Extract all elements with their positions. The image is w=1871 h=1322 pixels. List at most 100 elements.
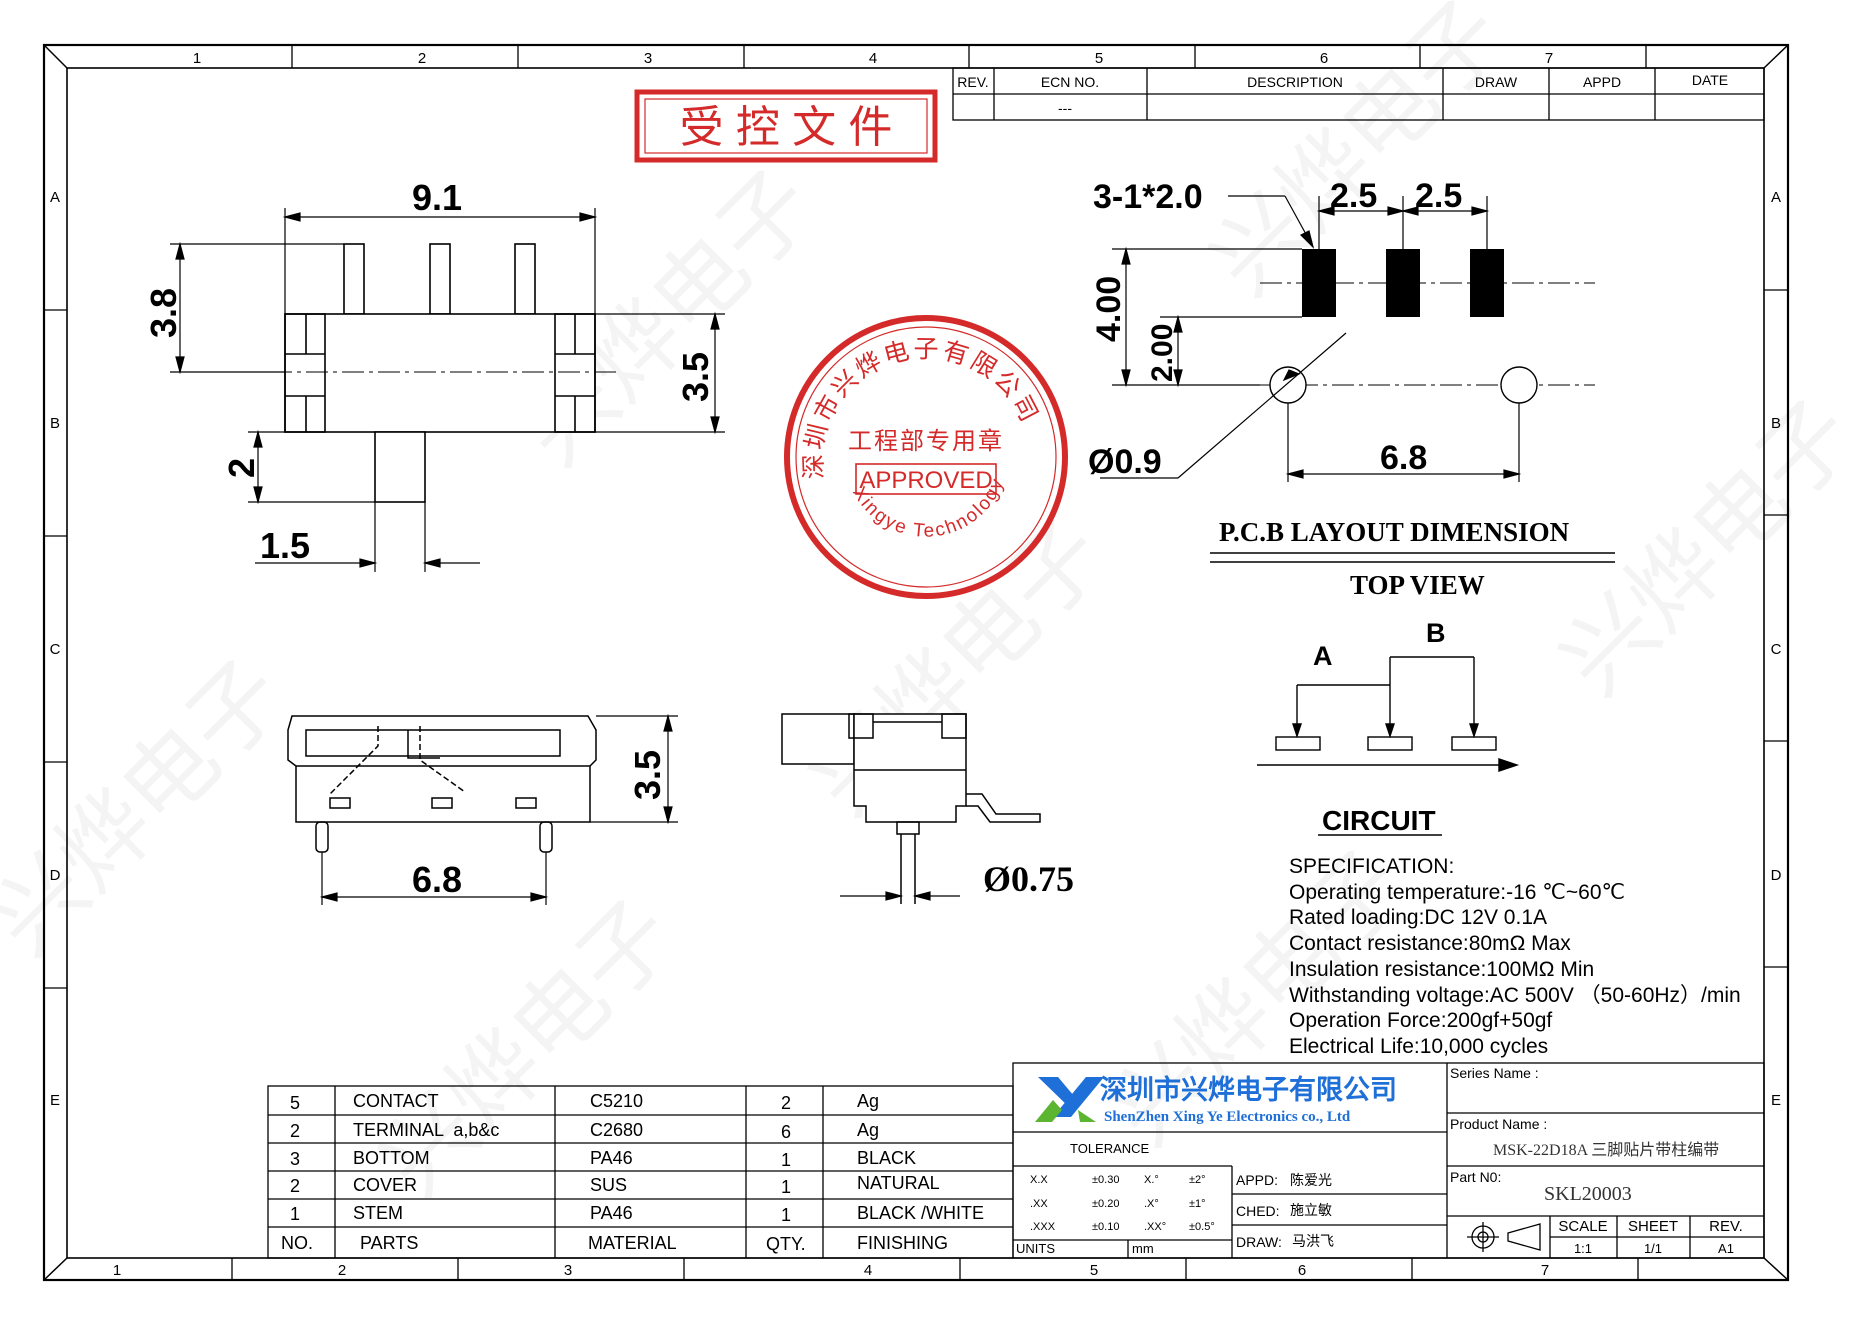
circuit-title: CIRCUIT: [1322, 805, 1436, 836]
spec-line: Operation Force:200gf+50gf: [1289, 1009, 1553, 1032]
zone-col-label: 6: [1298, 1262, 1306, 1279]
parts-cell-finishing: Ag: [857, 1091, 879, 1111]
zone-row-label: B: [50, 415, 60, 432]
zone-row-label: C: [50, 641, 61, 658]
seal-top-text: 深圳市兴烨电子有限公司: [800, 335, 1042, 479]
company-logo: [1035, 1077, 1104, 1122]
zone-col-label: 2: [338, 1262, 346, 1279]
pcb-hole-span-label: 6.8: [1380, 439, 1427, 477]
zone-col-label: 7: [1541, 1262, 1549, 1279]
tolerance-cell: .XX°: [1144, 1221, 1166, 1233]
side-dim-height-label: 3.5: [627, 750, 668, 800]
parts-cell-finishing: NATURAL: [857, 1173, 940, 1193]
zone-row-label: D: [1771, 867, 1782, 884]
rev-header-description: DESCRIPTION: [1247, 74, 1343, 90]
parts-cell-part: CONTACT: [353, 1091, 439, 1111]
scale-label: SCALE: [1558, 1218, 1607, 1235]
front-view-drawing: [270, 243, 620, 503]
circuit-labels: A B CIRCUIT: [1313, 618, 1446, 836]
parts-cell-qty: 6: [781, 1122, 791, 1142]
tolerance-cell: .X°: [1144, 1198, 1159, 1210]
parts-header-material: MATERIAL: [588, 1233, 677, 1253]
pcb-pitch-label: 2.5: [1330, 177, 1377, 215]
zone-col-label: 4: [869, 50, 877, 67]
company-name-en: ShenZhen Xing Ye Electronics co., Ltd: [1104, 1109, 1351, 1125]
dim-label-stem: 2: [221, 458, 262, 478]
parts-cell-qty: 2: [781, 1093, 791, 1113]
tolerance-cell: ±0.20: [1092, 1198, 1119, 1210]
parts-header-finishing: FINISHING: [857, 1233, 948, 1253]
zone-row-label: E: [50, 1092, 60, 1109]
parts-cell-material: C5210: [590, 1091, 643, 1111]
parts-table: 5 CONTACT C5210 2 Ag 2 TERMINAL a,b&c C2…: [267, 1085, 1014, 1259]
pcb-pad: [1386, 249, 1420, 317]
spec-heading: SPECIFICATION:: [1289, 855, 1455, 878]
spec-line: Rated loading:DC 12V 0.1A: [1289, 906, 1547, 929]
zone-col-label: 1: [113, 1262, 121, 1279]
sheet-label: SHEET: [1628, 1218, 1678, 1235]
tolerance-cell: ±0.5°: [1189, 1221, 1215, 1233]
parts-cell-part: TERMINAL a,b&c: [353, 1120, 499, 1140]
draw-label: DRAW:: [1236, 1234, 1282, 1250]
pcb-pad: [1302, 249, 1336, 317]
spec-line: Contact resistance:80mΩ Max: [1289, 932, 1571, 955]
tolerance-cell: X.X: [1030, 1174, 1048, 1186]
revision-table: REV. ECN NO. DESCRIPTION DRAW APPD DATE …: [952, 67, 1765, 121]
pcb-layout-title: P.C.B LAYOUT DIMENSION: [1219, 517, 1570, 547]
part-no-label: Part N0:: [1450, 1169, 1501, 1185]
parts-cell-material: PA46: [590, 1148, 633, 1168]
rev-header-ecn: ECN NO.: [1041, 74, 1099, 90]
watermark-text: 兴烨电子: [1542, 382, 1871, 714]
pcb-layout-dimensions: [1100, 195, 1522, 482]
product-name-label: Product Name :: [1450, 1116, 1547, 1132]
dim-label-width: 9.1: [412, 177, 462, 218]
pcb-pad-spec-label: 3-1*2.0: [1093, 178, 1203, 216]
tolerance-cell: X.°: [1144, 1174, 1159, 1186]
parts-cell-no: 2: [290, 1121, 300, 1141]
pcb-hole: [1500, 366, 1538, 404]
zone-col-label: 5: [1090, 1262, 1098, 1279]
scale-value: 1:1: [1574, 1241, 1592, 1256]
zone-labels: 1 2 3 4 5 6 7 1 2 3 4 5 6 7 A B C D E A …: [50, 50, 1782, 1279]
zone-col-label: 4: [864, 1262, 872, 1279]
rev-header-draw: DRAW: [1475, 74, 1518, 90]
front-view-dim-labels: 9.1 3.8 3.5 2 1.5: [143, 177, 716, 566]
tolerance-cell: ±1°: [1189, 1198, 1206, 1210]
zone-col-label: 2: [418, 50, 426, 67]
zone-row-label: B: [1771, 415, 1781, 432]
spec-line: Electrical Life:10,000 cycles: [1289, 1035, 1549, 1058]
svg-text:Xingye Technology Co.,Ltd: Xingye Technology Co.,Ltd: [0, 0, 1009, 542]
parts-header-no: NO.: [281, 1233, 313, 1253]
parts-header-parts: PARTS: [360, 1233, 418, 1253]
zone-row-label: C: [1771, 641, 1782, 658]
parts-cell-material: C2680: [590, 1120, 643, 1140]
pcb-pad-length-label: 4.00: [1090, 276, 1128, 342]
watermark-text: 兴烨电子: [0, 642, 304, 974]
zone-col-label: 5: [1095, 50, 1103, 67]
dim-label-height: 3.8: [143, 288, 184, 338]
end-view-drawing: [781, 713, 1041, 904]
zone-col-label: 3: [564, 1262, 572, 1279]
sheet-value: 1/1: [1644, 1241, 1662, 1256]
seal-approved-label: APPROVED: [859, 467, 992, 494]
parts-cell-no: 3: [290, 1149, 300, 1169]
front-view-dimensions: [170, 208, 725, 572]
parts-cell-qty: 1: [781, 1205, 791, 1225]
projection-symbol-icon: [1467, 1222, 1541, 1252]
side-view-dim-labels: 3.5 6.8: [412, 750, 668, 900]
rev-header-date: DATE: [1692, 72, 1728, 88]
pcb-dim-labels: 3-1*2.0 2.5 2.5 4.00 2.00 Ø0.9 6.8: [1088, 177, 1462, 481]
pcb-pitch-label: 2.5: [1415, 177, 1462, 215]
rev-label: REV.: [1709, 1218, 1743, 1235]
units-label: UNITS: [1016, 1241, 1055, 1256]
dim-label-body: 3.5: [675, 352, 716, 402]
rev-header-appd: APPD: [1583, 74, 1621, 90]
end-view-dimensions: Ø0.75: [840, 859, 1074, 901]
parts-cell-qty: 1: [781, 1150, 791, 1170]
circuit-label-b: B: [1426, 618, 1446, 648]
tolerance-cell: .XX: [1030, 1198, 1048, 1210]
tolerance-cell: .XXX: [1030, 1221, 1056, 1233]
controlled-doc-text: 受 控 文 件: [680, 103, 893, 152]
circuit-diagram: [1257, 656, 1520, 772]
series-name-label: Series Name :: [1450, 1065, 1539, 1081]
